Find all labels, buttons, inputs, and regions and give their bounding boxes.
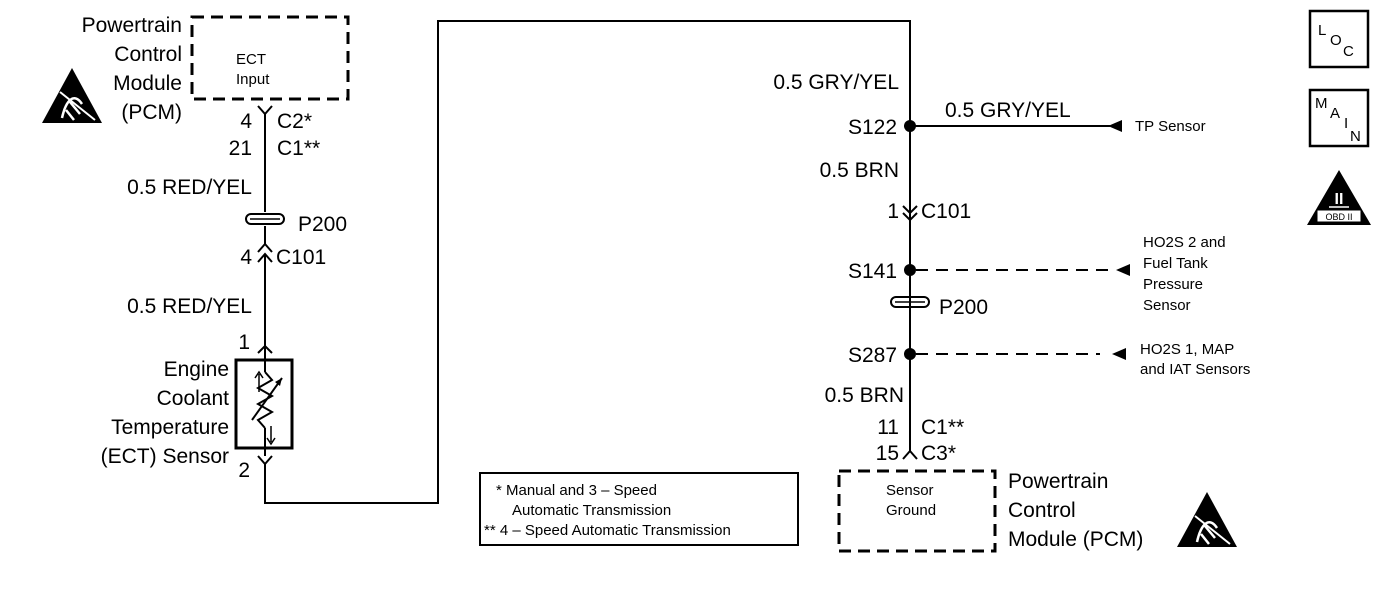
ground-line-1: Sensor (886, 482, 934, 499)
ho2s1-line-2: and IAT Sensors (1140, 361, 1250, 378)
right-pin-a: 11 (877, 416, 899, 439)
ect-pin-top: 1 (238, 331, 250, 354)
tp-branch-color: 0.5 GRY/YEL (945, 99, 1071, 122)
left-pcm-name-line-4: (PCM) (121, 101, 182, 124)
ect-name-line-2: Coolant (157, 387, 230, 410)
left-pcm: Powertrain Control Module (PCM) ECT Inpu… (42, 14, 350, 124)
right-wire-color-top: 0.5 GRY/YEL (773, 71, 899, 94)
left-top-connector (257, 105, 273, 116)
main-letter-i: I (1344, 115, 1348, 132)
left-splice-label: P200 (298, 213, 347, 236)
legend-line-3: ** 4 – Speed Automatic Transmission (484, 522, 731, 539)
left-wire-color-upper: 0.5 RED/YEL (127, 176, 252, 199)
right-p200-label: P200 (939, 296, 988, 319)
right-c101-label: C101 (921, 200, 971, 223)
ground-line-2: Ground (886, 502, 936, 519)
ho2s1-arrow-icon (1112, 348, 1126, 360)
ect-signal-wire (264, 20, 911, 504)
tp-sensor-arrow-icon (1108, 120, 1122, 132)
obd-text: OBD II (1325, 212, 1352, 222)
ect-bottom-connector (257, 455, 273, 466)
obd-ii-icon[interactable]: II OBD II (1307, 170, 1371, 225)
main-icon[interactable]: M A I N (1308, 88, 1370, 148)
left-c101-label: C101 (276, 246, 326, 269)
right-pin-b: 15 (876, 442, 899, 465)
loc-letter-o: O (1330, 32, 1342, 49)
right-brn-lower: 0.5 BRN (825, 384, 904, 407)
right-conn-a: C1** (921, 416, 964, 439)
ho2s2-line-4: Sensor (1143, 297, 1191, 314)
right-pcm-name-line-2: Control (1008, 499, 1076, 522)
ho2s2-line-2: Fuel Tank (1143, 255, 1208, 272)
legend-line-2: Automatic Transmission (512, 502, 671, 519)
esd-warning-icon (42, 68, 102, 123)
thermistor-icon (251, 352, 283, 456)
left-pcm-name-line-3: Module (113, 72, 182, 95)
main-letter-n: N (1350, 128, 1361, 145)
left-pcm-name-line-1: Powertrain (82, 14, 182, 37)
main-letter-a: A (1330, 105, 1340, 122)
left-c101-pin: 4 (240, 246, 252, 269)
right-pcm-name-line-3: Module (PCM) (1008, 528, 1143, 551)
left-pin-top-b: 21 (229, 137, 252, 160)
ect-name-line-3: Temperature (111, 416, 229, 439)
s287-label: S287 (848, 344, 897, 367)
left-splice-p200 (245, 213, 285, 225)
loc-letter-l: L (1318, 22, 1326, 39)
loc-letter-c: C (1343, 43, 1354, 60)
left-pin-top-a: 4 (240, 110, 252, 133)
esd-warning-icon-right (1177, 492, 1237, 547)
ect-input-line-2: Input (236, 71, 270, 88)
main-letter-m: M (1315, 95, 1328, 112)
ect-name-line-1: Engine (164, 358, 229, 381)
legend-box (479, 472, 799, 546)
left-pcm-box (190, 15, 350, 101)
obd-numeral: II (1335, 191, 1344, 208)
ect-name-line-4: (ECT) Sensor (101, 445, 229, 468)
loc-icon[interactable]: L O C (1308, 9, 1370, 69)
ho2s1-line-1: HO2S 1, MAP (1140, 341, 1234, 358)
ect-pin-bottom: 2 (238, 459, 250, 482)
left-conn-top-a: C2* (277, 110, 312, 133)
legend-line-1: * Manual and 3 – Speed (496, 482, 657, 499)
right-c101-pin: 1 (887, 200, 899, 223)
left-conn-top-b: C1** (277, 137, 320, 160)
s141-label: S141 (848, 260, 897, 283)
ect-input-line-1: ECT (236, 51, 266, 68)
ho2s2-line-3: Pressure (1143, 276, 1203, 293)
left-c101-upper-chevron (257, 242, 273, 253)
ho2s2-arrow-icon (1116, 264, 1130, 276)
right-conn-b: C3* (921, 442, 956, 465)
ect-top-connector (257, 344, 273, 354)
right-pcm-name-line-1: Powertrain (1008, 470, 1108, 493)
tp-sensor-label: TP Sensor (1135, 118, 1206, 135)
right-bottom-connector (902, 449, 918, 460)
left-wire-color-lower: 0.5 RED/YEL (127, 295, 252, 318)
s122-label: S122 (848, 116, 897, 139)
ho2s2-line-1: HO2S 2 and (1143, 234, 1226, 251)
left-pcm-name-line-2: Control (114, 43, 182, 66)
right-brn-upper: 0.5 BRN (820, 159, 899, 182)
right-pcm-box (837, 469, 997, 553)
